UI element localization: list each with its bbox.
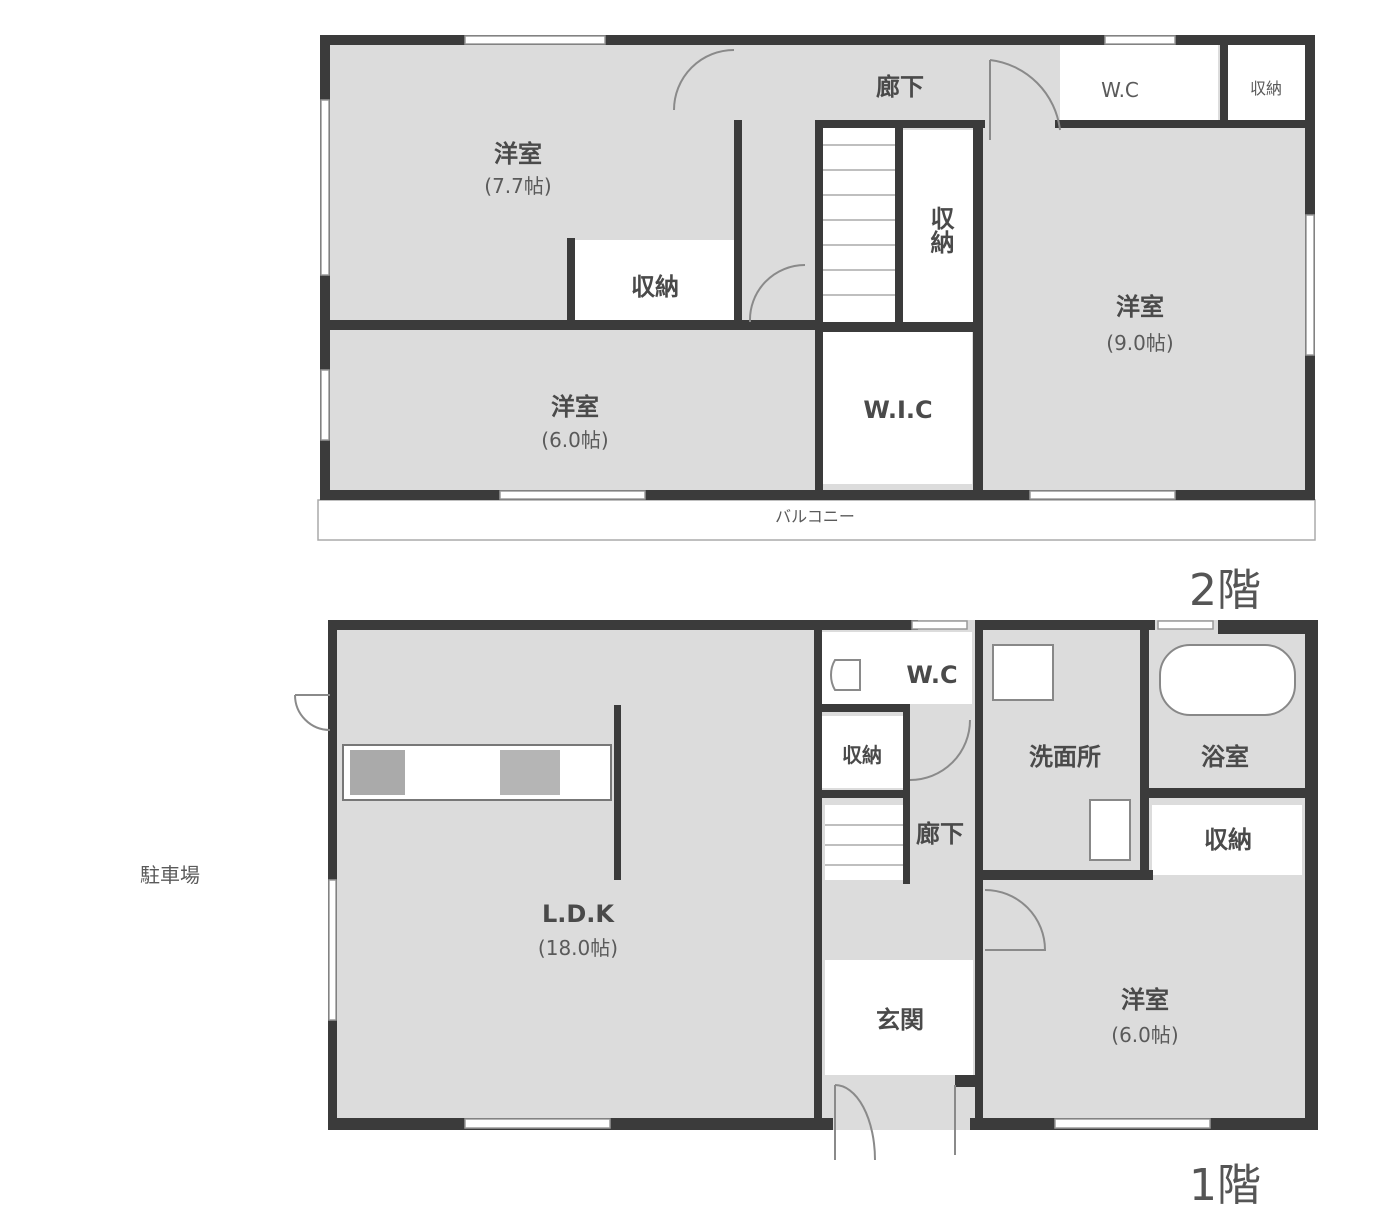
wc-2f bbox=[1060, 45, 1218, 125]
doors-2f bbox=[673, 49, 1061, 323]
room-name-washroom: 洗面所 bbox=[1029, 743, 1101, 771]
toilet-icon bbox=[830, 659, 861, 691]
stairs-icon bbox=[825, 824, 903, 866]
room-name-closet-b-2f: 収納 bbox=[1250, 79, 1282, 98]
stairs-2f bbox=[822, 122, 895, 322]
room-name-balcony: バルコニー bbox=[775, 507, 855, 526]
room-name-western-7-7: 洋室 bbox=[494, 140, 542, 168]
floor-2-title: 2階 bbox=[1189, 565, 1261, 616]
room-name-closet-a-1f: 収納 bbox=[842, 743, 882, 767]
room-name-wc-2f: W.C bbox=[1101, 78, 1139, 102]
room-name-wic: W.I.C bbox=[863, 396, 932, 424]
floor-1-plan: L.D.K (18.0帖) W.C 収納 廊下 玄関 洗面所 浴室 収納 洋室 … bbox=[140, 620, 1318, 1211]
room-name-hallway-2f: 廊下 bbox=[876, 73, 924, 101]
floor-2-plan: 洋室 (7.7帖) 収納 廊下 W.C 収納 収納 洋室 (9.0帖) 洋室 (… bbox=[317, 35, 1316, 616]
room-name-closet-b-1f: 収納 bbox=[1204, 826, 1252, 854]
windows-2f bbox=[320, 35, 1315, 500]
stairs-1f bbox=[825, 805, 903, 880]
room-size-western-7-7: (7.7帖) bbox=[484, 174, 551, 198]
windows-1f bbox=[328, 620, 1214, 1129]
room-name-hallway-1f: 廊下 bbox=[916, 820, 964, 848]
stove-icon bbox=[350, 750, 405, 795]
room-size-ldk: (18.0帖) bbox=[538, 936, 618, 960]
vanity-icon bbox=[1089, 799, 1131, 861]
floor-1-title: 1階 bbox=[1189, 1160, 1261, 1211]
parking-label: 駐車場 bbox=[140, 863, 200, 887]
entrance bbox=[825, 960, 973, 1075]
room-name-ldk: L.D.K bbox=[542, 900, 615, 928]
closet-c-2f bbox=[903, 130, 978, 322]
bathtub-icon bbox=[1159, 644, 1296, 716]
room-name-entrance: 玄関 bbox=[876, 1006, 924, 1034]
closet-a-1f bbox=[822, 716, 904, 788]
closet-a-2f bbox=[572, 240, 738, 322]
closet-b-1f bbox=[1152, 805, 1302, 875]
balcony bbox=[317, 499, 1316, 541]
room-size-western-9-0: (9.0帖) bbox=[1106, 331, 1173, 355]
room-name-western-6-0-2f: 洋室 bbox=[551, 393, 599, 421]
wic-2f bbox=[822, 332, 972, 484]
room-name-western-9-0: 洋室 bbox=[1116, 293, 1164, 321]
room-name-bath: 浴室 bbox=[1201, 743, 1249, 771]
doors-1f bbox=[294, 694, 1047, 1161]
room-name-wc-1f: W.C bbox=[906, 661, 957, 689]
closet-b-2f bbox=[1228, 45, 1305, 125]
room-name-closet-a-2f: 収納 bbox=[631, 273, 679, 301]
stairs-icon bbox=[822, 144, 895, 296]
washing-machine-icon bbox=[992, 644, 1054, 701]
wc-1f bbox=[822, 632, 972, 704]
room-size-western-6-0-1f: (6.0帖) bbox=[1111, 1023, 1178, 1047]
room-name-closet-c-2f: 収納 bbox=[926, 206, 954, 254]
sink-icon bbox=[500, 750, 560, 795]
room-name-western-6-0-1f: 洋室 bbox=[1121, 986, 1169, 1014]
room-size-western-6-0-2f: (6.0帖) bbox=[541, 428, 608, 452]
